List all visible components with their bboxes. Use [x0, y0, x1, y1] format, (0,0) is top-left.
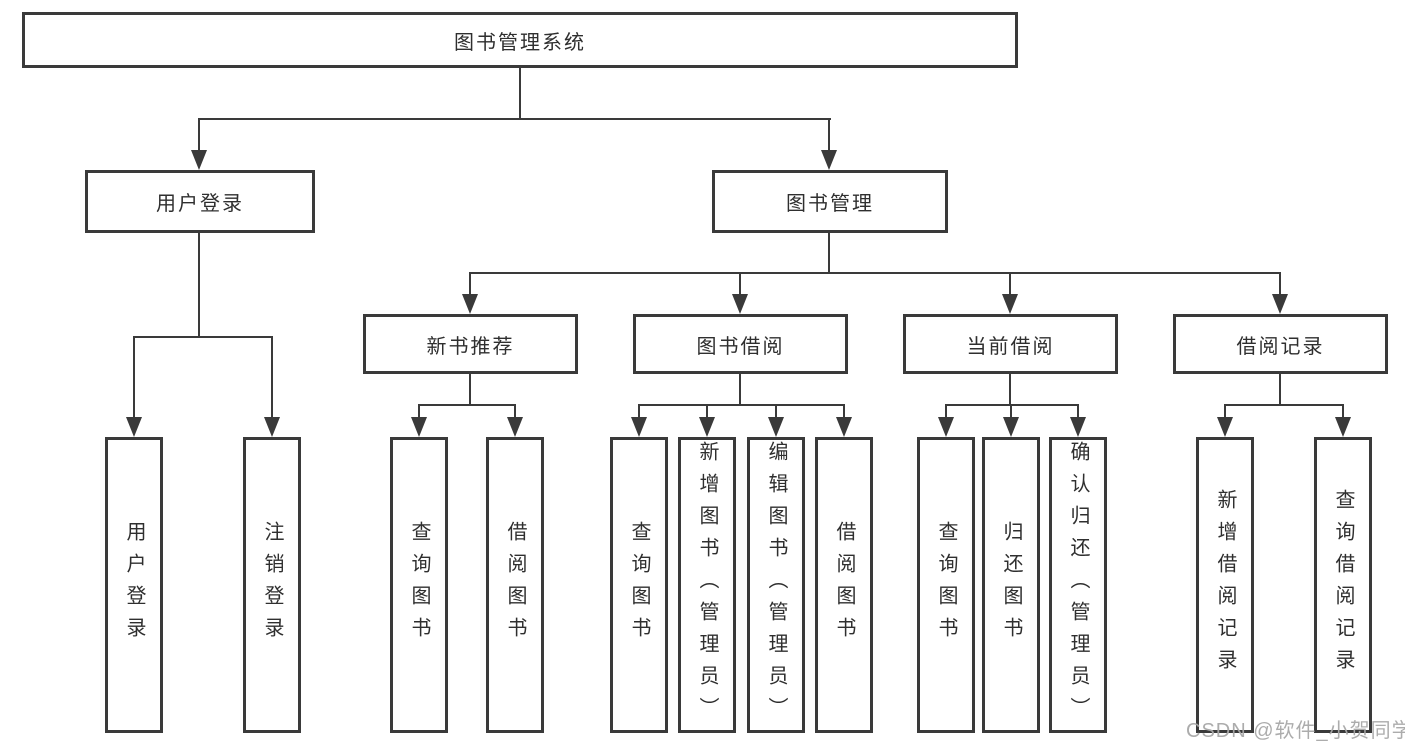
line-segment — [1279, 272, 1281, 296]
leaf-recommend-borrow-books: 借阅图书 — [486, 437, 544, 733]
arrow-down-icon — [732, 294, 748, 314]
line-segment — [1224, 404, 1226, 419]
arrow-down-icon — [836, 417, 852, 437]
arrow-down-icon — [411, 417, 427, 437]
csdn-watermark: CSDN @软件_小贺同学 — [1186, 720, 1405, 742]
leaf-current-return-books: 归还图书 — [982, 437, 1040, 733]
node-label: 查询借阅记录 — [1332, 489, 1354, 681]
arrow-down-icon — [126, 417, 142, 437]
node-label: 用户登录 — [123, 521, 145, 649]
node-label: 图书管理 — [786, 193, 874, 215]
node-label: 借阅图书 — [833, 521, 855, 649]
arrow-down-icon — [938, 417, 954, 437]
line-segment — [739, 374, 741, 406]
leaf-current-query-books: 查询图书 — [917, 437, 975, 733]
node-book-borrowing: 图书借阅 — [633, 314, 848, 374]
leaf-recommend-query-books: 查询图书 — [390, 437, 448, 733]
arrow-down-icon — [1003, 417, 1019, 437]
node-root: 图书管理系统 — [22, 12, 1018, 68]
node-label: 查询图书 — [408, 521, 430, 649]
leaf-logout: 注销登录 — [243, 437, 301, 733]
line-segment — [638, 404, 640, 419]
line-segment — [706, 404, 708, 419]
node-label: 注销登录 — [261, 521, 283, 649]
arrow-down-icon — [1335, 417, 1351, 437]
line-segment — [469, 374, 471, 406]
line-segment — [1342, 404, 1344, 419]
line-segment — [843, 404, 845, 419]
arrow-down-icon — [631, 417, 647, 437]
node-book-management: 图书管理 — [712, 170, 948, 233]
line-segment — [828, 118, 830, 152]
node-new-book-recommend: 新书推荐 — [363, 314, 578, 374]
node-label: 借阅记录 — [1236, 335, 1325, 358]
leaf-user-login: 用户登录 — [105, 437, 163, 733]
node-label: 图书借阅 — [696, 335, 785, 358]
node-label: 用户登录 — [156, 193, 244, 215]
node-label: 归还图书 — [1000, 521, 1022, 649]
line-segment — [639, 404, 845, 406]
line-segment — [1009, 272, 1011, 296]
node-label: 确认归还（管理员） — [1067, 441, 1089, 729]
line-segment — [1077, 404, 1079, 419]
node-label: 查询图书 — [628, 521, 650, 649]
node-label: 当前借阅 — [966, 335, 1055, 358]
line-segment — [828, 233, 830, 273]
leaf-records-query-record: 查询借阅记录 — [1314, 437, 1372, 733]
leaf-borrow-add-books-admin: 新增图书（管理员） — [678, 437, 736, 733]
arrow-down-icon — [768, 417, 784, 437]
arrow-down-icon — [264, 417, 280, 437]
line-segment — [419, 404, 516, 406]
arrow-down-icon — [699, 417, 715, 437]
node-user-login: 用户登录 — [85, 170, 315, 233]
node-label: 新增图书（管理员） — [696, 441, 718, 729]
arrow-down-icon — [191, 150, 207, 170]
arrow-down-icon — [462, 294, 478, 314]
node-label: 新增借阅记录 — [1214, 489, 1236, 681]
node-label: 图书管理系统 — [454, 31, 586, 54]
leaf-borrow-query-books: 查询图书 — [610, 437, 668, 733]
arrow-down-icon — [1070, 417, 1086, 437]
leaf-current-confirm-return-admin: 确认归还（管理员） — [1049, 437, 1107, 733]
leaf-borrow-borrow-books: 借阅图书 — [815, 437, 873, 733]
node-borrowing-records: 借阅记录 — [1173, 314, 1388, 374]
line-segment — [1009, 374, 1011, 406]
node-label: 编辑图书（管理员） — [765, 441, 787, 729]
line-segment — [946, 404, 1079, 406]
arrow-down-icon — [507, 417, 523, 437]
node-current-borrowing: 当前借阅 — [903, 314, 1118, 374]
line-segment — [1279, 374, 1281, 406]
line-segment — [134, 336, 273, 338]
line-segment — [469, 272, 471, 296]
line-segment — [271, 336, 273, 419]
node-label: 新书推荐 — [426, 335, 515, 358]
line-segment — [198, 118, 200, 152]
line-segment — [198, 233, 200, 338]
leaf-records-add-record: 新增借阅记录 — [1196, 437, 1254, 733]
line-segment — [1010, 404, 1012, 419]
line-segment — [1225, 404, 1344, 406]
arrow-down-icon — [1217, 417, 1233, 437]
node-label: 借阅图书 — [504, 521, 526, 649]
node-label: 查询图书 — [935, 521, 957, 649]
line-segment — [945, 404, 947, 419]
leaf-borrow-edit-books-admin: 编辑图书（管理员） — [747, 437, 805, 733]
line-segment — [470, 272, 1281, 274]
line-segment — [133, 336, 135, 419]
line-segment — [739, 272, 741, 296]
line-segment — [199, 118, 831, 120]
line-segment — [418, 404, 420, 419]
line-segment — [514, 404, 516, 419]
arrow-down-icon — [1002, 294, 1018, 314]
arrow-down-icon — [821, 150, 837, 170]
line-segment — [519, 68, 521, 120]
arrow-down-icon — [1272, 294, 1288, 314]
line-segment — [775, 404, 777, 419]
